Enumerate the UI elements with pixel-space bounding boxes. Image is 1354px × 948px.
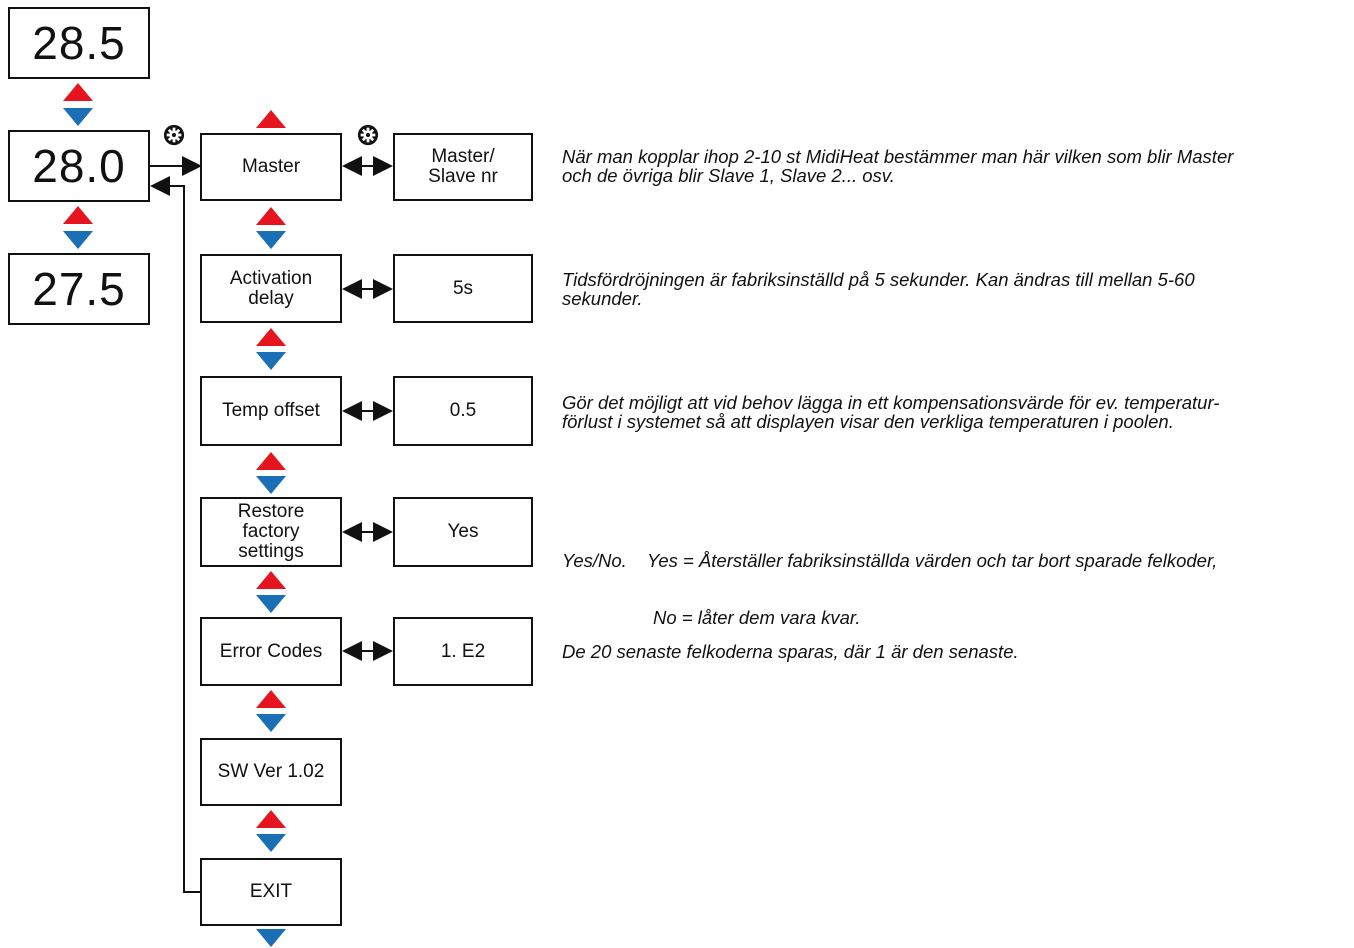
triangle-up-icon[interactable] — [63, 206, 93, 224]
description-temp-offset: Gör det möjligt att vid behov lägga in e… — [562, 392, 1220, 432]
menu-item-activation-delay[interactable]: Activation delay — [200, 254, 342, 323]
triangle-up-icon[interactable] — [256, 810, 286, 828]
gear-icon — [357, 124, 379, 146]
triangle-up-icon[interactable] — [256, 452, 286, 470]
description-restore: Yes/No. Yes = Återställer fabriksinställ… — [562, 550, 1218, 628]
menu-item-error-codes[interactable]: Error Codes — [200, 617, 342, 686]
value-temp-offset[interactable]: 0.5 — [393, 376, 533, 446]
menu-item-restore-factory-settings[interactable]: Restore factory settings — [200, 497, 342, 567]
return-arrow-exit — [150, 176, 200, 893]
triangle-up-icon[interactable] — [256, 207, 286, 225]
triangle-down-icon[interactable] — [63, 108, 93, 126]
value-error-code[interactable]: 1. E2 — [393, 617, 533, 686]
triangle-up-icon[interactable] — [256, 571, 286, 589]
value-master-slave[interactable]: Master/ Slave nr — [393, 133, 533, 201]
triangle-down-icon[interactable] — [256, 476, 286, 494]
triangle-down-icon[interactable] — [256, 595, 286, 613]
menu-item-temp-offset[interactable]: Temp offset — [200, 376, 342, 446]
triangle-down-icon[interactable] — [256, 834, 286, 852]
triangle-up-icon[interactable] — [63, 83, 93, 101]
value-restore[interactable]: Yes — [393, 497, 533, 567]
menu-item-exit[interactable]: EXIT — [200, 858, 342, 926]
description-error-codes: De 20 senaste felkoderna sparas, där 1 ä… — [562, 641, 1019, 662]
triangle-down-icon[interactable] — [256, 352, 286, 370]
temp-display-low: 27.5 — [8, 253, 150, 325]
triangle-up-icon[interactable] — [256, 110, 286, 128]
triangle-down-icon[interactable] — [256, 714, 286, 732]
description-master: När man kopplar ihop 2-10 st MidiHeat be… — [562, 146, 1234, 186]
temp-display-current: 28.0 — [8, 130, 150, 202]
menu-item-sw-version[interactable]: SW Ver 1.02 — [200, 738, 342, 806]
triangle-up-icon[interactable] — [256, 328, 286, 346]
value-activation-delay[interactable]: 5s — [393, 254, 533, 323]
triangle-down-icon[interactable] — [256, 231, 286, 249]
menu-item-master[interactable]: Master — [200, 133, 342, 201]
temp-display-high: 28.5 — [8, 7, 150, 79]
description-activation-delay: Tidsfördröjningen är fabriksinställd på … — [562, 269, 1195, 309]
triangle-down-icon[interactable] — [63, 231, 93, 249]
gear-icon — [163, 124, 185, 146]
triangle-down-icon[interactable] — [256, 929, 286, 947]
triangle-up-icon[interactable] — [256, 690, 286, 708]
